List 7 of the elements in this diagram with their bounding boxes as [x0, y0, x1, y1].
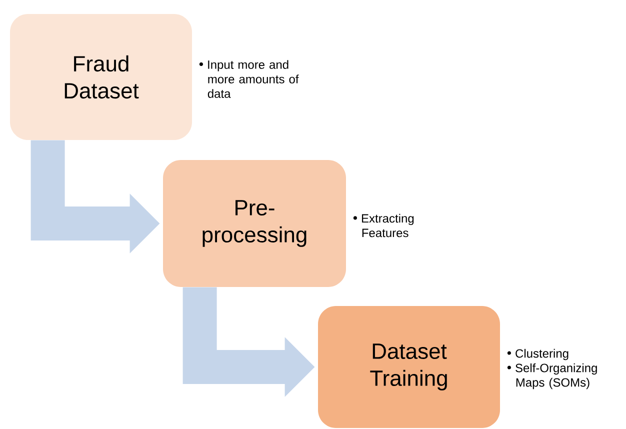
bullet-item: Extracting Features	[353, 214, 414, 238]
bullet-item: Clustering	[507, 348, 568, 360]
bullet-item: Self-Organizing Maps (SOMs)	[507, 363, 597, 390]
process-box: Dataset Training	[318, 306, 500, 428]
bullet-item: Input more and more amounts of data	[199, 60, 299, 98]
process-box: Fraud Dataset	[10, 14, 192, 140]
process-box: Pre-processing	[163, 160, 346, 287]
